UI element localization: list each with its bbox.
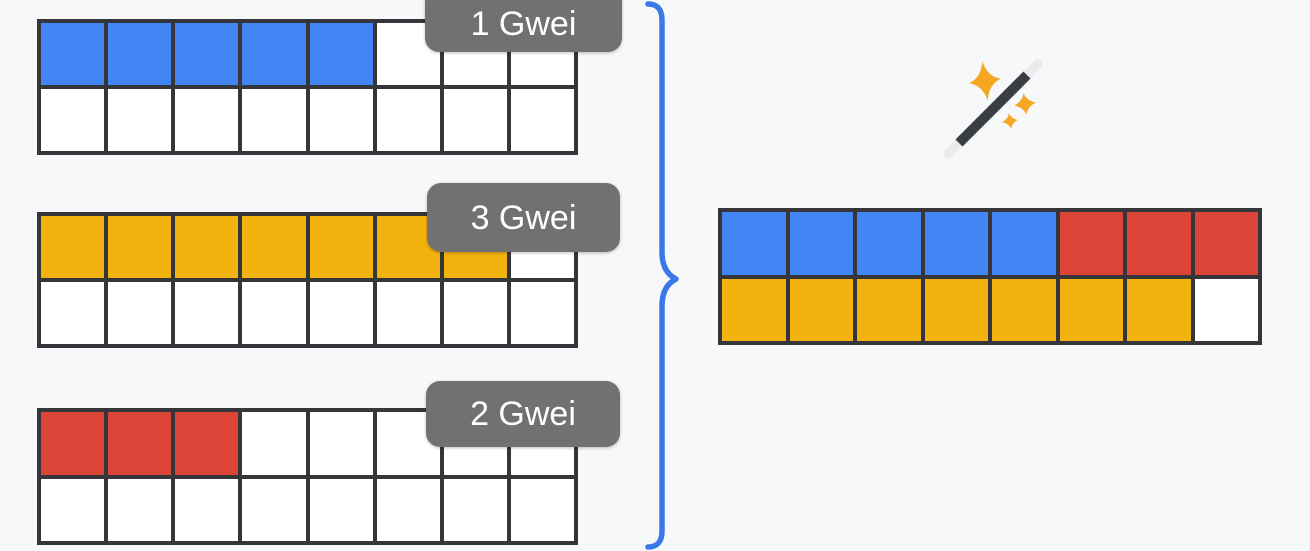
grid-cell-empty [441, 476, 509, 543]
grid-cell-empty [374, 280, 442, 346]
grid-cell-yellow [855, 276, 923, 343]
grid-cell-yellow [173, 214, 241, 280]
fee-label-text: 3 Gwei [470, 198, 577, 237]
grid-cell-yellow [1057, 276, 1125, 343]
grid-cell-empty [240, 476, 308, 543]
grid-cell-red [106, 410, 174, 477]
grid-cell-yellow [720, 276, 788, 343]
grid-cell-empty [173, 280, 241, 346]
fee-label-3-gwei: 3 Gwei [427, 183, 620, 252]
grid-cell-red [1057, 210, 1125, 277]
grid-cell-empty [173, 87, 241, 153]
magic-wand-icon [943, 59, 1043, 159]
fee-label-1-gwei: 1 Gwei [425, 0, 622, 52]
fee-grid-1-gwei [37, 19, 578, 155]
grid-cell-empty [173, 476, 241, 543]
grid-cell-yellow [787, 276, 855, 343]
grid-cell-empty [106, 87, 174, 153]
grid-cell-blue [39, 21, 107, 87]
grid-cell-red [173, 410, 241, 477]
grid-cell-blue [106, 21, 174, 87]
grid-cell-blue [173, 21, 241, 87]
grid-cell-empty [307, 476, 375, 543]
grid-cell-blue [240, 21, 308, 87]
grid-cell-blue [787, 210, 855, 277]
fee-label-2-gwei: 2 Gwei [426, 381, 620, 447]
grid-cell-yellow [39, 214, 107, 280]
grid-cell-empty [508, 280, 576, 346]
grid-cell-empty [240, 410, 308, 477]
grid-cell-red [39, 410, 107, 477]
grid-cell-blue [990, 210, 1058, 277]
grid-cell-yellow [922, 276, 990, 343]
curly-brace-icon [645, 1, 679, 550]
grid-cell-empty [374, 476, 442, 543]
sparkle-large [969, 61, 1001, 101]
grid-cell-empty [441, 87, 509, 153]
grid-cell-yellow [106, 214, 174, 280]
grid-cell-red [1125, 210, 1193, 277]
grid-cell-empty [307, 280, 375, 346]
grid-cell-empty [508, 87, 576, 153]
grid-cell-empty [106, 280, 174, 346]
grid-cell-empty [106, 476, 174, 543]
sparkle-small [1002, 113, 1018, 129]
wand-body-line [955, 71, 1031, 147]
grid-cell-empty [1192, 276, 1260, 343]
fee-label-text: 2 Gwei [470, 395, 576, 433]
grid-cell-yellow [307, 214, 375, 280]
grid-cell-yellow [1125, 276, 1193, 343]
grid-cell-blue [307, 21, 375, 87]
grid-cell-empty [240, 280, 308, 346]
grid-cell-blue [855, 210, 923, 277]
grid-cell-red [1192, 210, 1260, 277]
grid-cell-empty [374, 87, 442, 153]
fee-label-text: 1 Gwei [470, 5, 577, 43]
grid-cell-empty [39, 476, 107, 543]
grid-cell-empty [307, 87, 375, 153]
grid-cell-blue [720, 210, 788, 277]
fee-grid-3-gwei [37, 212, 578, 348]
curly-brace-path [645, 1, 679, 550]
grid-cell-empty [307, 410, 375, 477]
grid-cell-empty [240, 87, 308, 153]
result-grid [718, 208, 1262, 345]
grid-cell-empty [39, 87, 107, 153]
grid-cell-empty [508, 476, 576, 543]
grid-cell-blue [922, 210, 990, 277]
grid-cell-yellow [240, 214, 308, 280]
sparkle-medium [1014, 93, 1036, 115]
grid-cell-yellow [990, 276, 1058, 343]
grid-cell-empty [441, 280, 509, 346]
grid-cell-empty [39, 280, 107, 346]
